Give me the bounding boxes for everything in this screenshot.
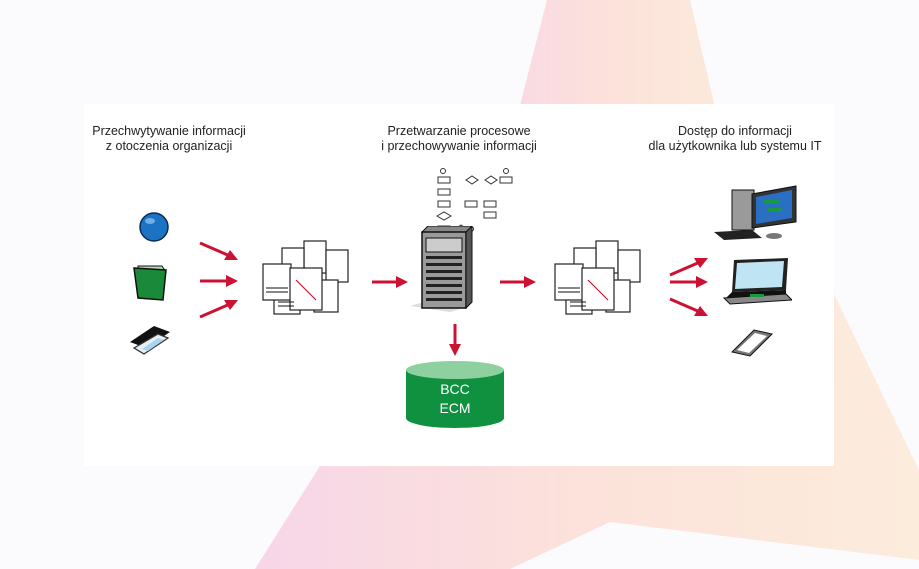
arrow-input-1 [199,241,238,260]
repository-cylinder-icon [406,361,504,428]
stage-access-title: Dostęp do informacji dla użytkownika lub… [640,124,830,154]
stage-capture-title: Przechwytywanie informacji z otoczenia o… [84,124,254,154]
arrow-output-1 [669,258,708,277]
documents-stack-icon [262,240,349,315]
scanner-icon [130,326,170,355]
title-line: i przechowywanie informacji [381,139,537,153]
folder-icon [133,265,167,301]
title-line: Przechwytywanie informacji [92,124,246,138]
laptop-icon [722,258,792,305]
stage-processing-title: Przetwarzanie procesowe i przechowywanie… [374,124,544,154]
documents-stack-icon-output [554,240,641,315]
repository-label-line-1: BCC [440,381,470,397]
title-line: Dostęp do informacji [678,124,792,138]
desktop-computer-icon [714,185,797,240]
repository-label: BCC ECM [406,380,504,418]
title-line: dla użytkownika lub systemu IT [648,139,822,153]
title-line: Przetwarzanie procesowe [387,124,531,138]
arrow-to-server [372,276,408,288]
repository-label-line-2: ECM [439,400,471,416]
tablet-icon [731,329,773,357]
arrow-to-repository [449,324,461,356]
arrow-input-2 [200,275,238,287]
server-icon [410,226,473,312]
arrow-from-server [500,276,536,288]
arrow-output-3 [669,297,708,316]
arrow-input-3 [199,300,238,319]
title-line: z otoczenia organizacji [105,139,233,153]
disc-icon [139,212,169,242]
arrow-output-2 [670,276,708,288]
